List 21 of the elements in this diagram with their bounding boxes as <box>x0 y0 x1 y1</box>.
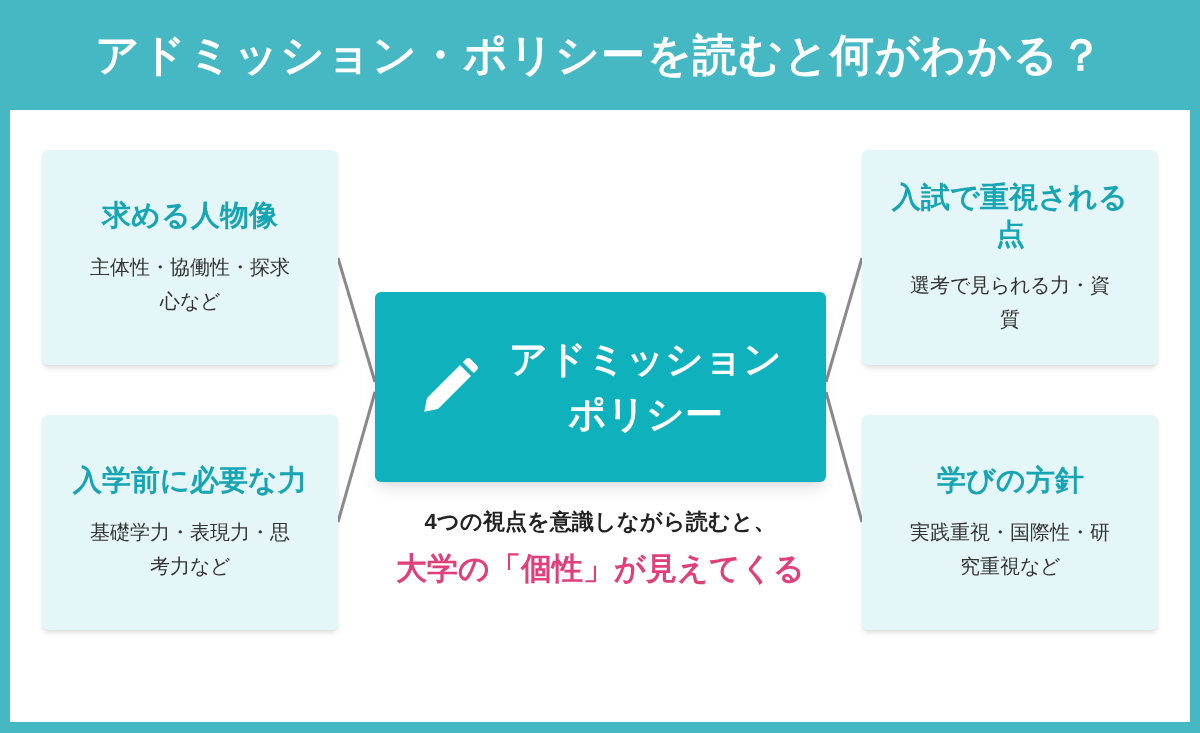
card-description: 主体性・協働性・探求心など <box>90 254 290 314</box>
viewpoint-card <box>42 415 338 630</box>
note-text: 4つの視点を意識しながら読むと、 <box>424 508 776 536</box>
card-heading: 学びの方針 <box>936 463 1084 499</box>
card-heading: 入学前に必要な力 <box>73 463 307 499</box>
connector-line <box>336 391 377 523</box>
connector-line <box>824 391 864 523</box>
card-description: 基礎学力・表現力・思考力など <box>90 519 290 579</box>
central-box <box>375 292 826 482</box>
connector-line <box>336 257 377 383</box>
central-title: アドミッションポリシー <box>508 336 783 437</box>
card-heading: 入試で重視される点 <box>890 180 1129 252</box>
title: アドミッション・ポリシーを読むと何がわかる？ <box>94 29 1106 81</box>
viewpoint-card <box>862 150 1158 365</box>
card-description: 実践重視・国際性・研究重視など <box>910 519 1110 579</box>
viewpoint-card <box>862 415 1158 630</box>
card-heading: 求める人物像 <box>102 198 278 234</box>
highlight-message: 大学の「個性」が見えてくる <box>395 550 805 588</box>
connector-line <box>824 257 864 383</box>
viewpoint-card <box>42 150 338 365</box>
card-description: 選考で見られる力・資質 <box>910 272 1110 332</box>
